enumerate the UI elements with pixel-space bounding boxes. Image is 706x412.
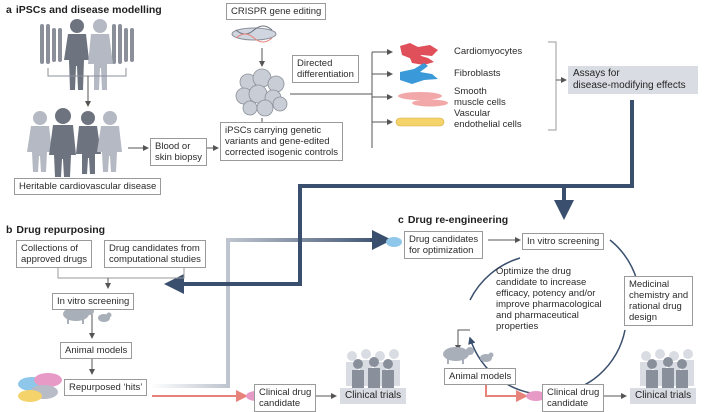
- screening-c-box: In vitro screening: [522, 233, 605, 250]
- optimize-line2: candidate to increase: [496, 277, 587, 288]
- animal-models-c-label: Animal models: [449, 371, 512, 382]
- collections-line2: approved drugs: [21, 254, 88, 265]
- clinical-candidate-b-box: Clinical drug candidate: [254, 384, 317, 412]
- mouse-icon-b: [98, 312, 112, 322]
- optimize-line6: properties: [496, 321, 539, 332]
- heritable-disease-label: Heritable cardiovascular disease: [19, 181, 157, 192]
- crispr-dna-icon: [231, 25, 277, 43]
- section-a-letter: a: [6, 4, 12, 16]
- optimize-line5: and pharmaceutical: [496, 310, 579, 321]
- clinical-candidate-b-line2: candidate: [259, 398, 301, 409]
- medicinal-line4: design: [629, 312, 657, 323]
- candidates-opt-box: Drug candidates for optimization: [404, 231, 484, 259]
- medicinal-chem-box: Medicinal chemistry and rational drug de…: [624, 276, 694, 326]
- trial-crowd-b: [346, 349, 400, 390]
- ipscs-line1: iPSCs carrying genetic: [225, 125, 322, 136]
- collections-box: Collections of approved drugs: [16, 240, 93, 268]
- candidates-opt-line1: Drug candidates: [409, 234, 479, 245]
- crispr-label-box: CRISPR gene editing: [226, 3, 327, 20]
- assays-line2: disease-modifying effects: [573, 80, 686, 91]
- candidates-opt-line2: for optimization: [409, 245, 474, 256]
- ipscs-box: iPSCs carrying genetic variants and gene…: [220, 122, 343, 161]
- pig-icon-c: [443, 347, 474, 364]
- pill-stack-b-icon: [18, 373, 62, 402]
- pill-opt-icon: [386, 237, 402, 247]
- crispr-label: CRISPR gene editing: [231, 6, 322, 17]
- optimize-line4: improve pharmacological: [496, 299, 602, 310]
- optimize-text: Optimize the drug candidate to increase …: [496, 266, 602, 332]
- section-c-title: Drug re-engineering: [407, 214, 509, 226]
- mouse-icon-c: [480, 352, 494, 362]
- directed-diff-line2: differentiation: [297, 69, 354, 80]
- clinical-candidate-c-line2: candidate: [547, 398, 589, 409]
- clinical-trials-c-box: Clinical trials: [630, 388, 697, 404]
- ipsc-cluster-icon: [235, 68, 288, 117]
- clinical-trials-b-label: Clinical trials: [345, 390, 402, 401]
- medicinal-line1: Medicinal: [629, 279, 670, 290]
- screening-b-label: In vitro screening: [57, 296, 130, 307]
- fibroblast-icon: [400, 63, 438, 84]
- section-b-title: Drug repurposing: [16, 224, 106, 236]
- directed-diff-box: Directed differentiation: [292, 55, 359, 83]
- section-a-title: iPSCs and disease modelling: [15, 4, 162, 16]
- assays-line1: Assays for: [573, 68, 620, 79]
- cardiomyocytes-label: Cardiomyocytes: [454, 46, 523, 57]
- animal-models-b-label: Animal models: [65, 345, 128, 356]
- clinical-trials-b-box: Clinical trials: [340, 388, 407, 404]
- clinical-trials-c-label: Clinical trials: [635, 390, 692, 401]
- smooth-label-line2: muscle cells: [454, 97, 506, 108]
- assays-box: Assays for disease-modifying effects: [568, 66, 698, 94]
- cardiomyocyte-icon: [400, 43, 438, 65]
- blood-biopsy-line1: Blood or: [155, 141, 191, 152]
- repurposed-hits-label: Repurposed ‘hits’: [69, 382, 143, 393]
- clinical-candidate-c-box: Clinical drug candidate: [542, 384, 605, 412]
- ipscs-line3: corrected isogenic controls: [225, 147, 338, 158]
- computational-line2: computational studies: [109, 254, 201, 265]
- fibroblasts-label: Fibroblasts: [454, 68, 501, 79]
- optimize-line3: efficacy, potency and/or: [496, 288, 596, 299]
- computational-line1: Drug candidates from: [109, 243, 200, 254]
- trial-crowd-c: [640, 349, 694, 390]
- clinical-candidate-b-line1: Clinical drug: [259, 387, 312, 398]
- chromosome-icon-left: [40, 24, 62, 64]
- collections-line1: Collections of: [21, 243, 79, 254]
- section-c-letter: c: [398, 214, 404, 226]
- parent-figure-dark: [64, 19, 89, 90]
- screening-c-label: In vitro screening: [527, 236, 600, 247]
- vascular-label-line1: Vascular: [454, 108, 491, 119]
- family-figures: [27, 108, 122, 177]
- parent-figure-light: [88, 19, 113, 90]
- animal-models-b-box: Animal models: [60, 342, 133, 359]
- directed-diff-line1: Directed: [297, 58, 333, 69]
- chromosome-icon-right: [112, 24, 134, 64]
- screening-b-box: In vitro screening: [52, 293, 135, 310]
- repurposed-hits-box: Repurposed ‘hits’: [64, 379, 148, 396]
- optimize-line1: Optimize the drug: [496, 266, 571, 277]
- blood-biopsy-box: Blood or skin biopsy: [150, 138, 207, 166]
- smooth-label-line1: Smooth: [454, 86, 487, 97]
- blood-biopsy-line2: skin biopsy: [155, 152, 202, 163]
- pill-clinical-c-icon: [526, 391, 546, 401]
- computational-box: Drug candidates from computational studi…: [104, 240, 206, 268]
- medicinal-line3: rational drug: [629, 301, 682, 312]
- animal-models-c-box: Animal models: [444, 368, 517, 385]
- section-b-letter: b: [6, 224, 13, 236]
- heritable-disease-box: Heritable cardiovascular disease: [14, 178, 162, 195]
- ipscs-line2: variants and gene-edited: [225, 136, 330, 147]
- endothelial-cell-icon: [395, 117, 445, 127]
- smooth-muscle-icon: [398, 92, 448, 107]
- vascular-label-line2: endothelial cells: [454, 119, 522, 130]
- clinical-candidate-c-line1: Clinical drug: [547, 387, 600, 398]
- medicinal-line2: chemistry and: [629, 290, 689, 301]
